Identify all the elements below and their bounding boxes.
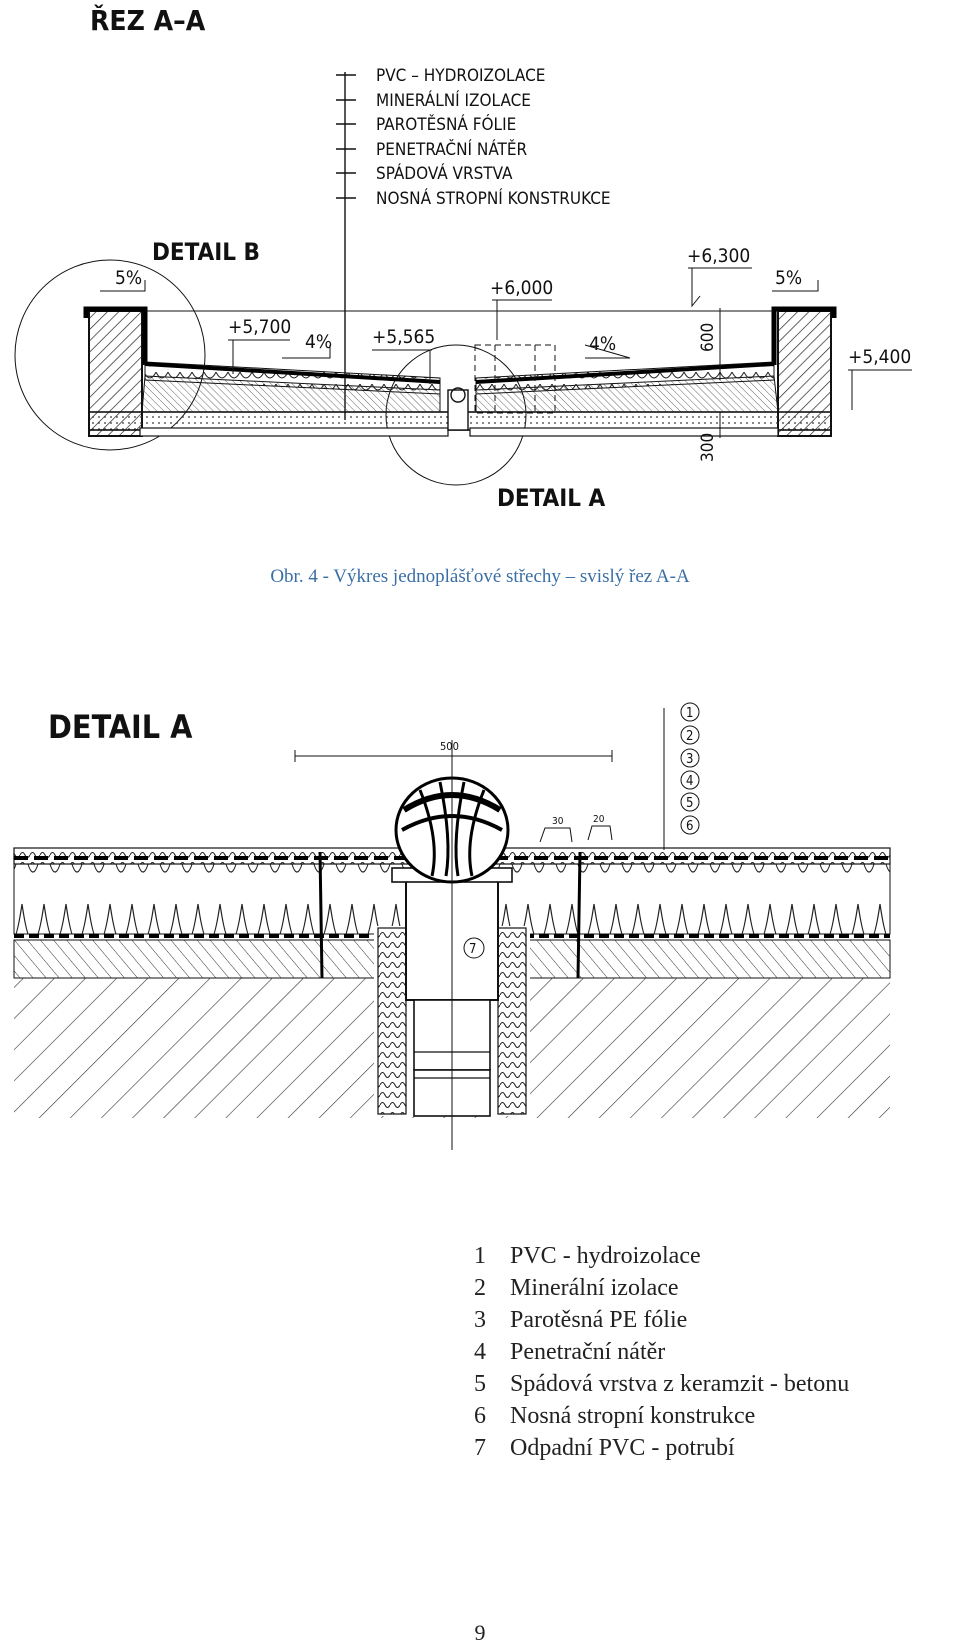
layer-label-3: PAROTĚSNÁ FÓLIE (376, 113, 516, 135)
elev-5700: +5,700 (228, 316, 291, 338)
legend-text: Penetrační nátěr (510, 1339, 666, 1365)
dim-300: 300 (698, 433, 718, 462)
legend-number: 6 (474, 1403, 486, 1429)
legend-text: Parotěsná PE fólie (510, 1307, 688, 1333)
marker-5: 5 (686, 796, 693, 811)
section-title: ŘEZ A–A (90, 3, 206, 37)
legend-number: 3 (474, 1307, 486, 1333)
layer-label-4: PENETRAČNÍ NÁTĚR (376, 138, 527, 160)
marker-7: 7 (469, 942, 476, 957)
legend-item: 5 Spádová vrstva z keramzit - betonu (474, 1371, 849, 1403)
legend-text: PVC - hydroizolace (510, 1243, 701, 1269)
marker-3: 3 (686, 752, 693, 767)
elevations: +6,300 +6,000 +5,700 +5,565 +5,400 5% 4%… (100, 245, 912, 462)
elev-6300: +6,300 (687, 245, 750, 267)
detail-b-label: DETAIL B (152, 238, 260, 266)
legend-number: 7 (474, 1435, 486, 1461)
detail-title: DETAIL A (48, 708, 193, 746)
detail-a-label: DETAIL A (497, 484, 606, 512)
marker-1: 1 (686, 706, 693, 721)
slope-left-5: 5% (115, 267, 142, 289)
elev-5565: +5,565 (372, 326, 435, 348)
layer-label-6: NOSNÁ STROPNÍ KONSTRUKCE (376, 187, 611, 209)
roof-structure (83, 306, 837, 437)
layer-label-2: MINERÁLNÍ IZOLACE (376, 89, 531, 111)
page-number: 9 (474, 1620, 486, 1645)
dim-20: 20 (593, 814, 605, 825)
slope-right-5: 5% (775, 267, 802, 289)
figure-caption: Obr. 4 - Výkres jednoplášťové střechy – … (270, 566, 690, 587)
drain-pipe: 7 (374, 740, 530, 1150)
dim-600: 600 (698, 323, 718, 352)
slope-left-4: 4% (305, 331, 332, 353)
layer-markers: 1 2 3 4 5 6 (663, 702, 700, 850)
legend-item: 7 Odpadní PVC - potrubí (474, 1435, 849, 1467)
legend-text: Minerální izolace (510, 1275, 679, 1301)
section-drawing: ŘEZ A–A PVC – HYDROIZOLACE MINERÁLNÍ IZO… (14, 3, 912, 512)
legend-item: 2 Minerální izolace (474, 1275, 849, 1307)
legend-item: 4 Penetrační nátěr (474, 1339, 849, 1371)
legend-number: 2 (474, 1275, 486, 1301)
legend-item: 6 Nosná stropní konstrukce (474, 1403, 849, 1435)
legend-text: Odpadní PVC - potrubí (510, 1435, 735, 1461)
legend: 1 PVC - hydroizolace 2 Minerální izolace… (474, 1243, 849, 1467)
legend-number: 5 (474, 1371, 486, 1397)
legend-number: 4 (474, 1339, 486, 1365)
legend-text: Nosná stropní konstrukce (510, 1403, 756, 1429)
detail-b-circle (14, 259, 206, 451)
legend-item: 3 Parotěsná PE fólie (474, 1307, 849, 1339)
layer-label-1: PVC – HYDROIZOLACE (376, 66, 545, 86)
elev-6000: +6,000 (490, 277, 553, 299)
legend-number: 1 (474, 1243, 486, 1269)
marker-2: 2 (686, 729, 693, 744)
marker-4: 4 (686, 774, 693, 789)
dim-30: 30 (552, 816, 564, 827)
slope-right-4: 4% (589, 333, 616, 355)
legend-text: Spádová vrstva z keramzit - betonu (510, 1371, 850, 1397)
legend-item: 1 PVC - hydroizolace (474, 1243, 849, 1275)
detail-a-drawing: DETAIL A 500 1 2 3 4 5 6 30 20 (13, 702, 891, 1150)
layer-label-5: SPÁDOVÁ VRSTVA (376, 162, 513, 184)
layer-labels: PVC – HYDROIZOLACE MINERÁLNÍ IZOLACE PAR… (336, 66, 611, 209)
dim-500: 500 (440, 740, 459, 753)
marker-6: 6 (686, 819, 693, 834)
elev-5400: +5,400 (848, 346, 911, 368)
